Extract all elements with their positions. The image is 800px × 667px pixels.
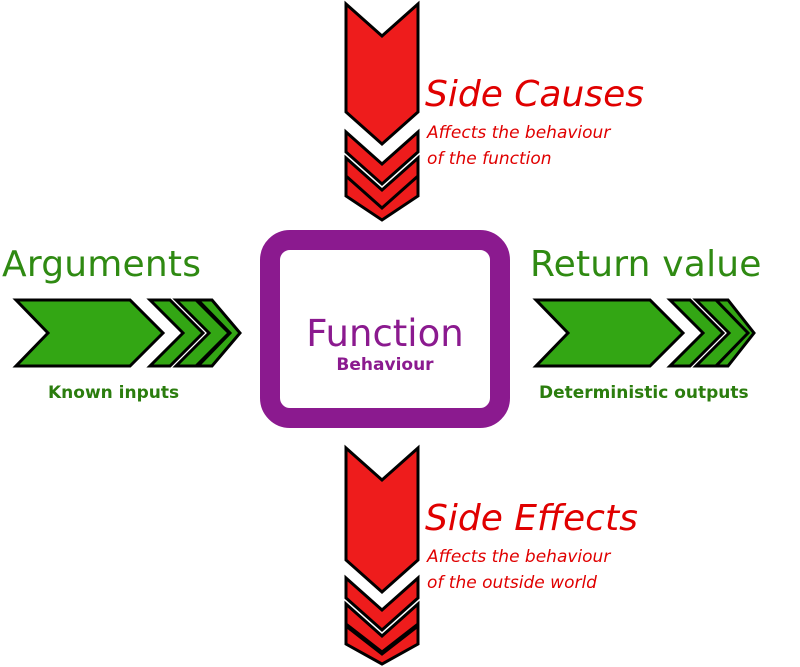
- arguments-chevron-2: [146, 298, 206, 368]
- side-effects-title: Side Effects: [425, 498, 638, 539]
- return-value-arrow: [532, 298, 756, 368]
- arguments-arrow: [12, 298, 242, 368]
- side-causes-arrow: [344, 0, 420, 222]
- arguments-chevron-main: [12, 298, 166, 368]
- function-title: Function: [306, 312, 464, 355]
- side-effects-chevron-3: [344, 600, 420, 654]
- arguments-title: Arguments: [2, 244, 202, 285]
- side-effects-line-2: of the outside world: [427, 573, 597, 593]
- function-subtitle: Behaviour: [336, 355, 434, 375]
- side-causes-line-1: Affects the behaviour: [427, 123, 611, 143]
- side-effects-arrow: [344, 444, 420, 666]
- side-effects-chevron-4: [344, 622, 420, 666]
- side-causes-chevron-main: [344, 0, 420, 147]
- return-value-chevron-4: [712, 298, 756, 368]
- return-value-chevron-main: [532, 298, 686, 368]
- function-box: Function Behaviour: [260, 230, 510, 428]
- known-inputs-label: Known inputs: [48, 383, 180, 403]
- return-value-title: Return value: [530, 244, 762, 285]
- side-effects-line-1: Affects the behaviour: [427, 547, 611, 567]
- side-causes-line-2: of the function: [427, 149, 552, 169]
- side-causes-chevron-2: [344, 128, 420, 187]
- deterministic-outputs-label: Deterministic outputs: [539, 383, 749, 403]
- side-effects-chevron-2: [344, 574, 420, 633]
- arguments-chevron-4: [194, 298, 242, 368]
- side-effects-chevron-main: [344, 444, 420, 595]
- return-value-chevron-2: [666, 298, 726, 368]
- side-causes-chevron-4: [344, 172, 420, 222]
- side-causes-title: Side Causes: [425, 74, 644, 115]
